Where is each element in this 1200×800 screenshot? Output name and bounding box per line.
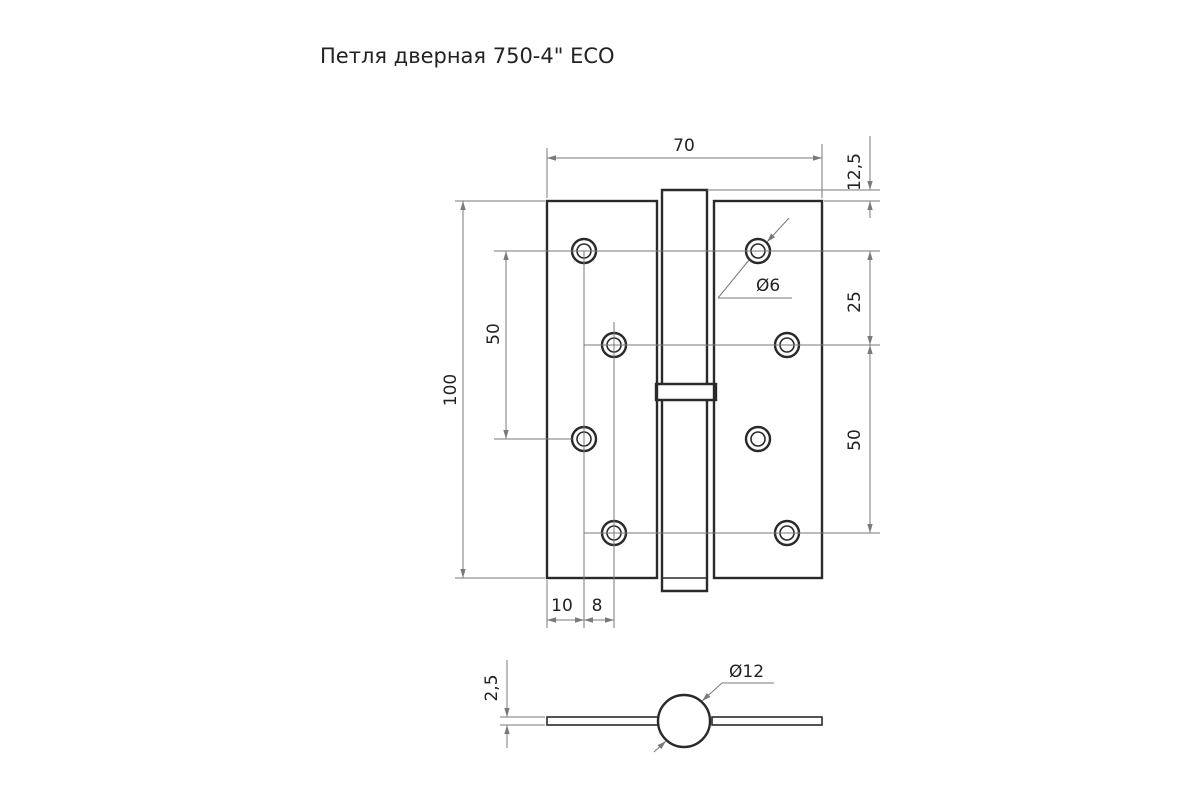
- dim-hole-spacing-top-label: 25: [845, 291, 865, 313]
- dimension-knuckle-diameter: Ø12: [653, 662, 774, 753]
- hinge-front-view: [545, 188, 824, 593]
- knuckle-lower: [660, 400, 709, 593]
- dim-hole-spacing-left-label: 50: [484, 323, 504, 345]
- dim-edge-offset-label: 10: [551, 596, 573, 616]
- dim-top-offset-label: 12,5: [845, 153, 865, 191]
- dim-knuckle-diameter-label: Ø12: [729, 662, 764, 682]
- right-leaf: [712, 199, 824, 580]
- dimension-hole-diameter: Ø6: [717, 217, 792, 299]
- dim-thickness-label: 2,5: [482, 674, 502, 701]
- side-left-leaf: [546, 716, 659, 726]
- hinge-side-view: [546, 693, 823, 749]
- side-knuckle: [656, 693, 712, 749]
- dim-width-label: 70: [673, 136, 695, 156]
- dim-hole-spacing-right-label: 50: [845, 429, 865, 451]
- dimension-hole-spacing-left: 50: [484, 251, 509, 439]
- dim-height-label: 100: [441, 374, 461, 406]
- knuckle-upper: [660, 188, 709, 384]
- dim-hole-offset-label: 8: [592, 596, 603, 616]
- dim-hole-diameter-label: Ø6: [756, 276, 780, 296]
- dimension-bottom-offsets: 10 8: [547, 596, 614, 623]
- extension-lines: [455, 144, 880, 628]
- side-right-leaf: [711, 716, 823, 726]
- dimension-thickness: 2,5: [482, 660, 545, 748]
- dimension-hole-spacing-top: 25: [845, 251, 873, 345]
- left-leaf: [545, 199, 659, 580]
- dimension-hole-spacing-right: 50: [845, 345, 873, 533]
- dimension-top-offset: 12,5: [845, 136, 873, 218]
- dimension-height: 100: [441, 201, 466, 578]
- screw-hole: [744, 425, 772, 453]
- dimension-width: 70: [547, 136, 822, 161]
- knuckle-ring: [654, 382, 718, 402]
- drawing-title: Петля дверная 750-4" ECO: [320, 44, 615, 68]
